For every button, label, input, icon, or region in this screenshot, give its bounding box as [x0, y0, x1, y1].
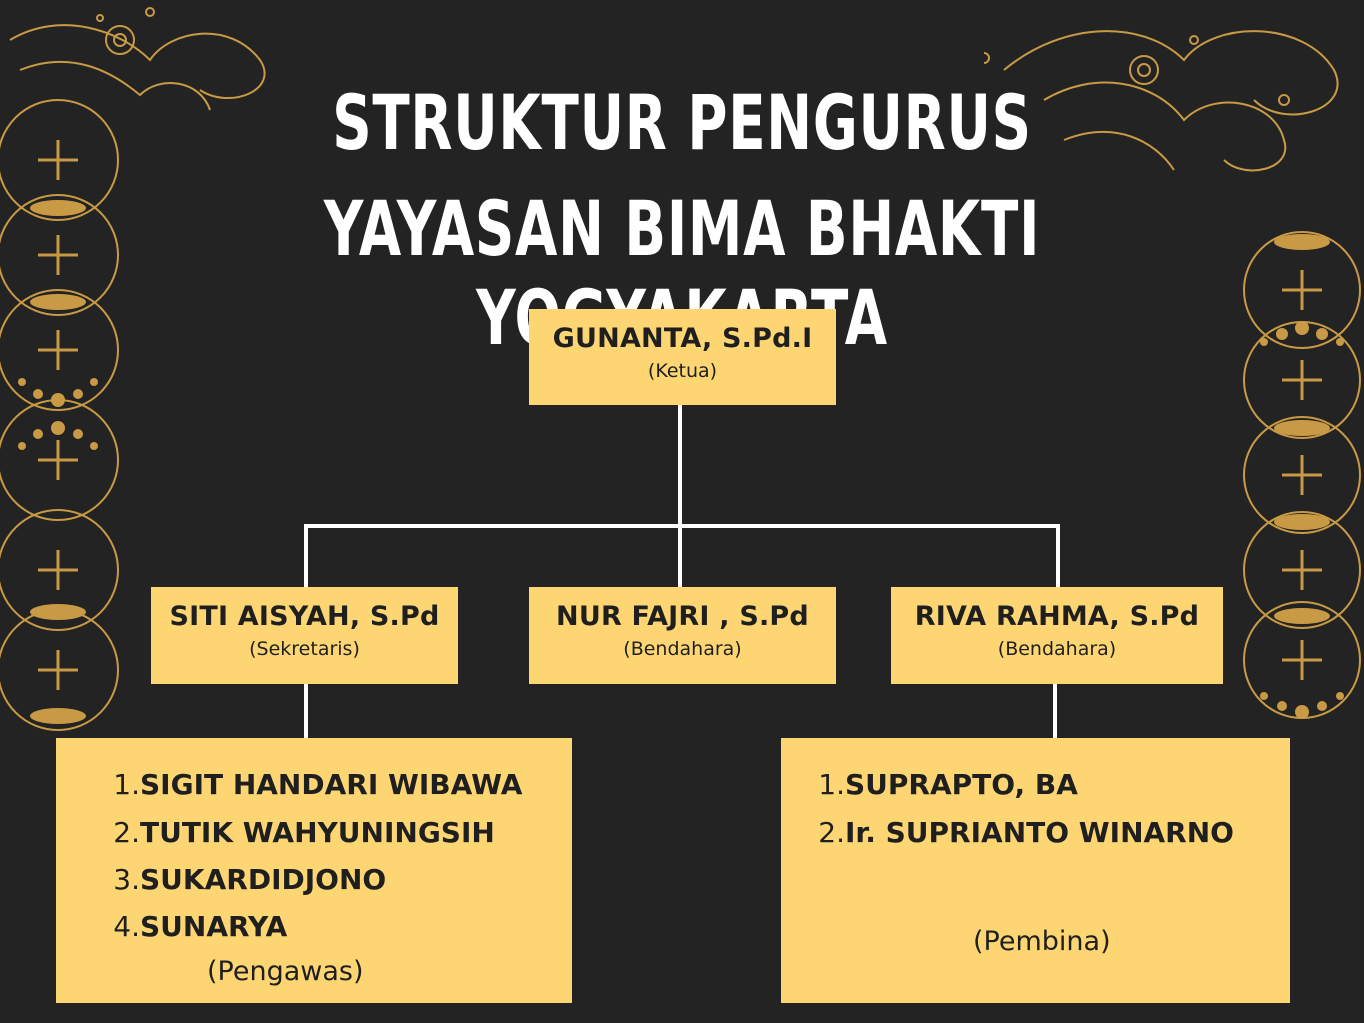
ketua-name: GUNANTA, S.Pd.I: [552, 323, 813, 354]
connector-left-down: [304, 683, 308, 739]
connector-left-vertical: [304, 524, 308, 588]
top-left-cloud-ornament: [9, 7, 266, 111]
bendahara-2-name: RIVA RAHMA, S.Pd: [914, 601, 1200, 632]
list-item: 2.Ir. SUPRIANTO WINARNO: [818, 816, 1234, 849]
bendahara-2-role: (Bendahara): [997, 638, 1117, 660]
sekretaris-name: SITI AISYAH, S.Pd: [169, 601, 440, 632]
connector-top-vertical: [678, 403, 682, 588]
connector-horizontal: [304, 524, 1060, 528]
connector-right-vertical: [1056, 524, 1060, 588]
list-item: 3.SUKARDIDJONO: [113, 863, 387, 896]
page-title-line1: STRUKTUR PENGURUS: [332, 78, 1032, 167]
sekretaris-box: SITI AISYAH, S.Pd (Sekretaris): [151, 587, 458, 684]
top-right-cloud-ornament: [984, 30, 1339, 172]
pengawas-role: (Pengawas): [207, 956, 364, 987]
sekretaris-role: (Sekretaris): [249, 638, 360, 660]
list-item: 4.SUNARYA: [113, 910, 288, 943]
pembina-role: (Pembina): [973, 926, 1111, 957]
bendahara-box-1: NUR FAJRI , S.Pd (Bendahara): [529, 587, 836, 684]
pembina-box: 1.SUPRAPTO, BA 2.Ir. SUPRIANTO WINARNO (…: [781, 738, 1290, 1003]
list-item: 1.SIGIT HANDARI WIBAWA: [113, 768, 523, 801]
left-ornament-column: [0, 99, 119, 731]
connector-right-down: [1053, 683, 1057, 739]
list-item: 1.SUPRAPTO, BA: [818, 768, 1078, 801]
ketua-box: GUNANTA, S.Pd.I (Ketua): [529, 309, 836, 405]
bendahara-1-role: (Bendahara): [623, 638, 742, 660]
right-ornament-column: [1243, 231, 1361, 719]
bendahara-1-name: NUR FAJRI , S.Pd: [556, 601, 809, 632]
bendahara-box-2: RIVA RAHMA, S.Pd (Bendahara): [891, 587, 1223, 684]
pengawas-box: 1.SIGIT HANDARI WIBAWA 2.TUTIK WAHYUNING…: [56, 738, 572, 1003]
ketua-role: (Ketua): [647, 360, 718, 382]
list-item: 2.TUTIK WAHYUNINGSIH: [113, 816, 495, 849]
